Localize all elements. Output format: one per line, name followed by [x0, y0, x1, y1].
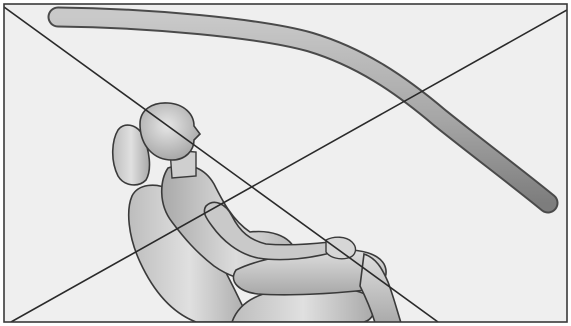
occupant-hand: [326, 237, 355, 259]
